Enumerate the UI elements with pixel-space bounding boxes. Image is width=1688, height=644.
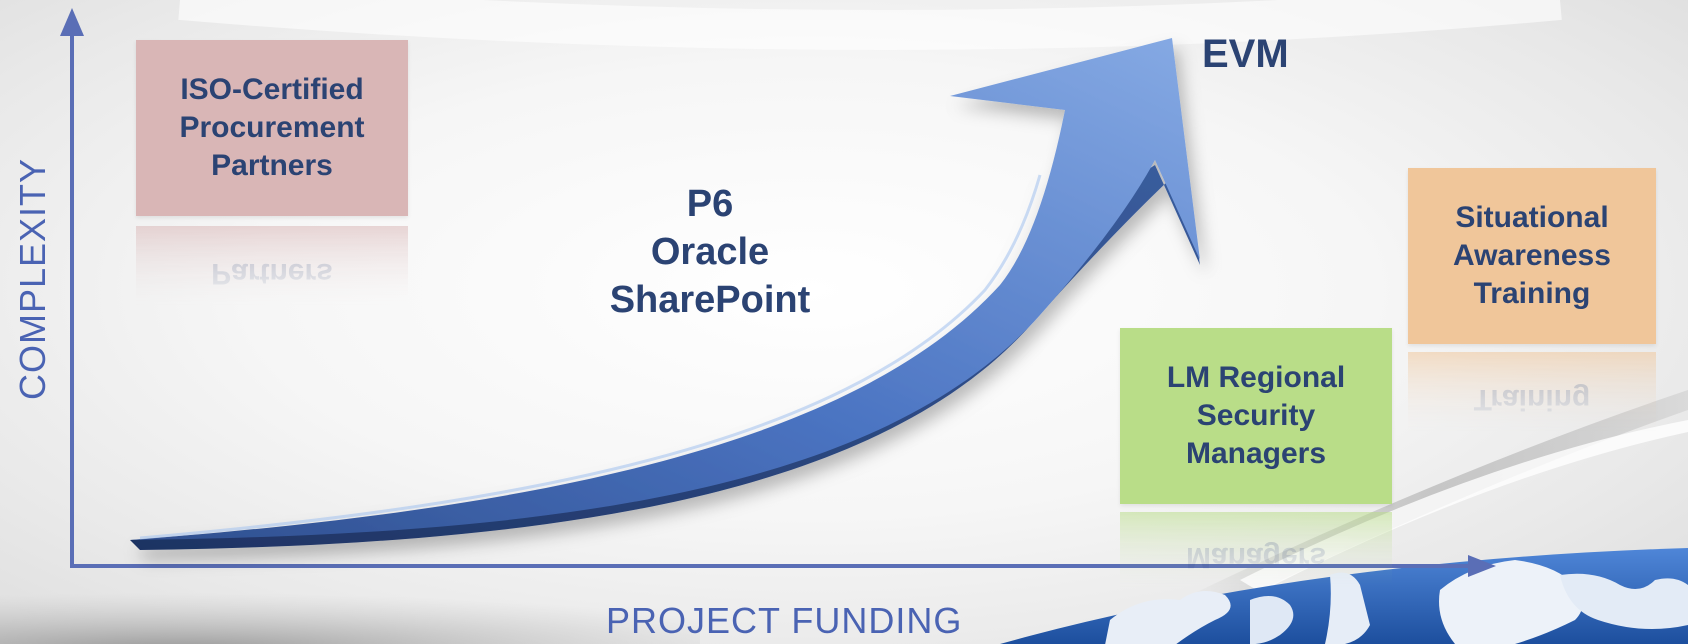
x-axis-label: PROJECT FUNDING: [606, 600, 963, 641]
box-lm-line-3: Managers: [1185, 437, 1327, 470]
box-iso-line-3: Partners: [211, 149, 333, 182]
box-lm-line-2: Security: [1196, 399, 1316, 432]
box-sa-line-1: Situational: [1455, 201, 1609, 234]
box-situational-awareness: Situational Awareness Training: [1408, 168, 1656, 344]
box-iso-line-1: ISO-Certified: [180, 73, 364, 106]
box-iso-certified: ISO-Certified Procurement Partners: [136, 40, 408, 216]
arrow-label-p6: P6: [686, 183, 734, 225]
arrow-label-oracle: Oracle: [650, 231, 770, 273]
box-sa-reflection: Training: [1408, 352, 1656, 436]
box-lm-regional: LM Regional Security Managers: [1120, 328, 1392, 504]
arrow-tip-label-evm: EVM: [1202, 32, 1289, 76]
box-iso-line-2: Procurement: [179, 111, 365, 144]
box-lm-reflection: Managers: [1120, 512, 1392, 592]
globe-map-icon: [1000, 548, 1688, 644]
arrow-label-sharepoint: SharePoint: [609, 279, 811, 321]
arrow-label-group: P6 Oracle SharePoint: [580, 180, 840, 324]
box-lm-line-1: LM Regional: [1166, 361, 1346, 394]
box-iso-reflection: Partners: [136, 226, 408, 310]
x-axis-arrowhead: [1468, 555, 1496, 577]
box-sa-line-3: Training: [1473, 277, 1591, 310]
y-axis-arrowhead: [60, 8, 84, 36]
box-sa-line-2: Awareness: [1453, 239, 1611, 272]
y-axis-label: COMPLEXITY: [12, 157, 53, 400]
